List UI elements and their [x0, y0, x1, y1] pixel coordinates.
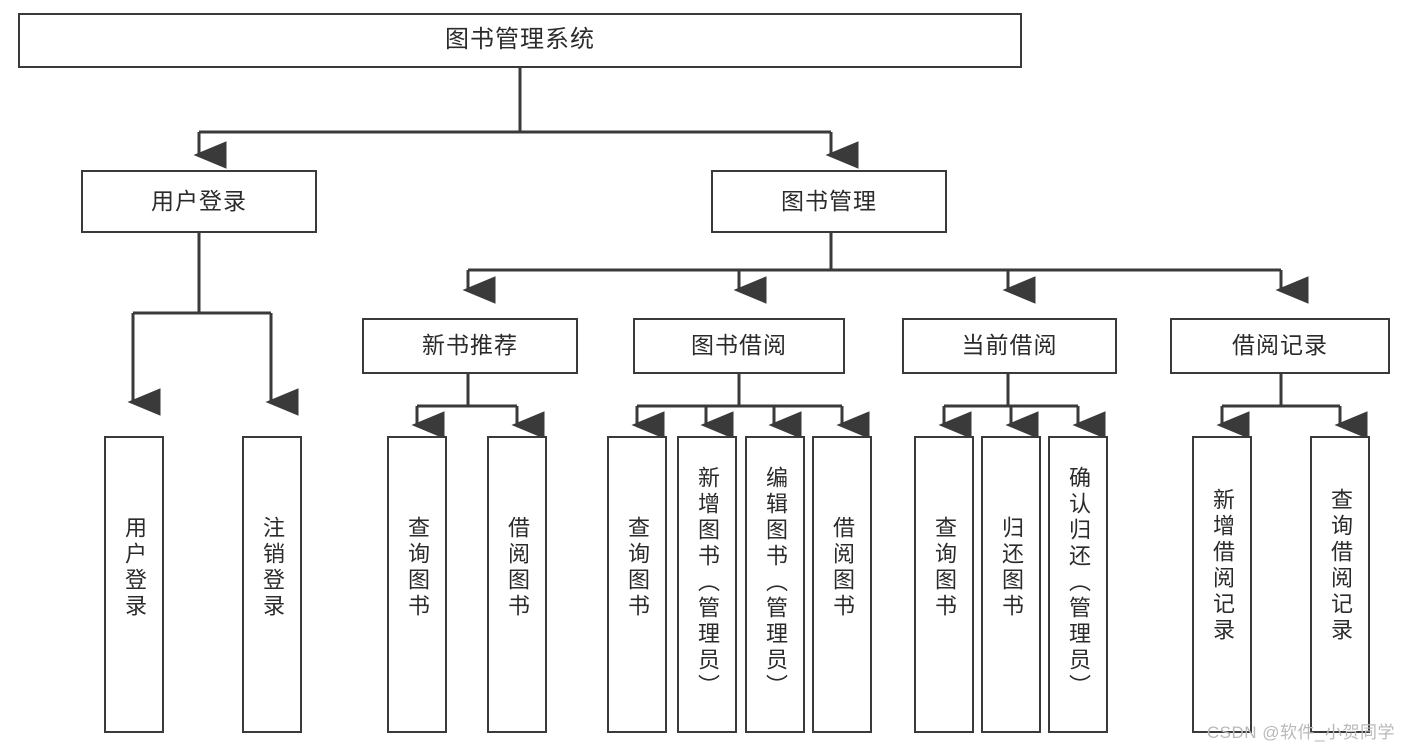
node-root-label: 图书管理系统 [445, 26, 595, 54]
node-leaf-new-book-rec-1[interactable]: 借阅图书 [487, 436, 547, 733]
node-leaf-current-borrow-0-label: 查询图书 [932, 516, 957, 620]
node-leaf-book-borrow-3[interactable]: 借阅图书 [812, 436, 872, 733]
watermark-text: CSDN @软件_小贺同学 [1206, 723, 1395, 742]
node-leaf-book-borrow-2-label: 编辑图书（管理员） [763, 466, 788, 700]
node-user-login-label: 用户登录 [151, 187, 247, 214]
node-book-manage[interactable]: 图书管理 [711, 170, 947, 233]
node-leaf-book-borrow-2[interactable]: 编辑图书（管理员） [745, 436, 805, 733]
node-leaf-current-borrow-0[interactable]: 查询图书 [914, 436, 974, 733]
node-new-book-rec[interactable]: 新书推荐 [362, 318, 578, 374]
node-leaf-borrow-record-0-label: 新增借阅记录 [1210, 488, 1235, 644]
node-leaf-new-book-rec-1-label: 借阅图书 [505, 516, 530, 620]
node-leaf-borrow-record-1[interactable]: 查询借阅记录 [1310, 436, 1370, 733]
node-borrow-record-label: 借阅记录 [1232, 332, 1328, 359]
node-leaf-current-borrow-2-label: 确认归还（管理员） [1066, 466, 1091, 700]
node-book-borrow[interactable]: 图书借阅 [633, 318, 845, 374]
node-leaf-user-login-0-label: 用户登录 [122, 516, 147, 620]
node-root[interactable]: 图书管理系统 [18, 13, 1022, 68]
node-leaf-book-borrow-3-label: 借阅图书 [830, 516, 855, 620]
node-leaf-book-borrow-0[interactable]: 查询图书 [607, 436, 667, 733]
node-leaf-new-book-rec-0[interactable]: 查询图书 [387, 436, 447, 733]
node-current-borrow[interactable]: 当前借阅 [902, 318, 1117, 374]
node-leaf-user-login-0[interactable]: 用户登录 [104, 436, 164, 733]
node-leaf-user-login-1[interactable]: 注销登录 [242, 436, 302, 733]
node-leaf-book-borrow-1[interactable]: 新增图书（管理员） [677, 436, 737, 733]
node-book-manage-label: 图书管理 [781, 187, 877, 214]
node-leaf-borrow-record-0[interactable]: 新增借阅记录 [1192, 436, 1252, 733]
node-current-borrow-label: 当前借阅 [961, 332, 1058, 359]
node-leaf-borrow-record-1-label: 查询借阅记录 [1328, 488, 1353, 644]
node-leaf-book-borrow-0-label: 查询图书 [625, 516, 650, 620]
node-user-login[interactable]: 用户登录 [81, 170, 317, 233]
node-new-book-rec-label: 新书推荐 [422, 332, 518, 359]
node-leaf-user-login-1-label: 注销登录 [260, 516, 285, 620]
node-leaf-new-book-rec-0-label: 查询图书 [405, 516, 430, 620]
node-leaf-current-borrow-2[interactable]: 确认归还（管理员） [1048, 436, 1108, 733]
node-leaf-current-borrow-1-label: 归还图书 [999, 516, 1024, 620]
node-leaf-current-borrow-1[interactable]: 归还图书 [981, 436, 1041, 733]
node-borrow-record[interactable]: 借阅记录 [1170, 318, 1390, 374]
node-leaf-book-borrow-1-label: 新增图书（管理员） [695, 466, 720, 700]
node-book-borrow-label: 图书借阅 [691, 332, 787, 359]
